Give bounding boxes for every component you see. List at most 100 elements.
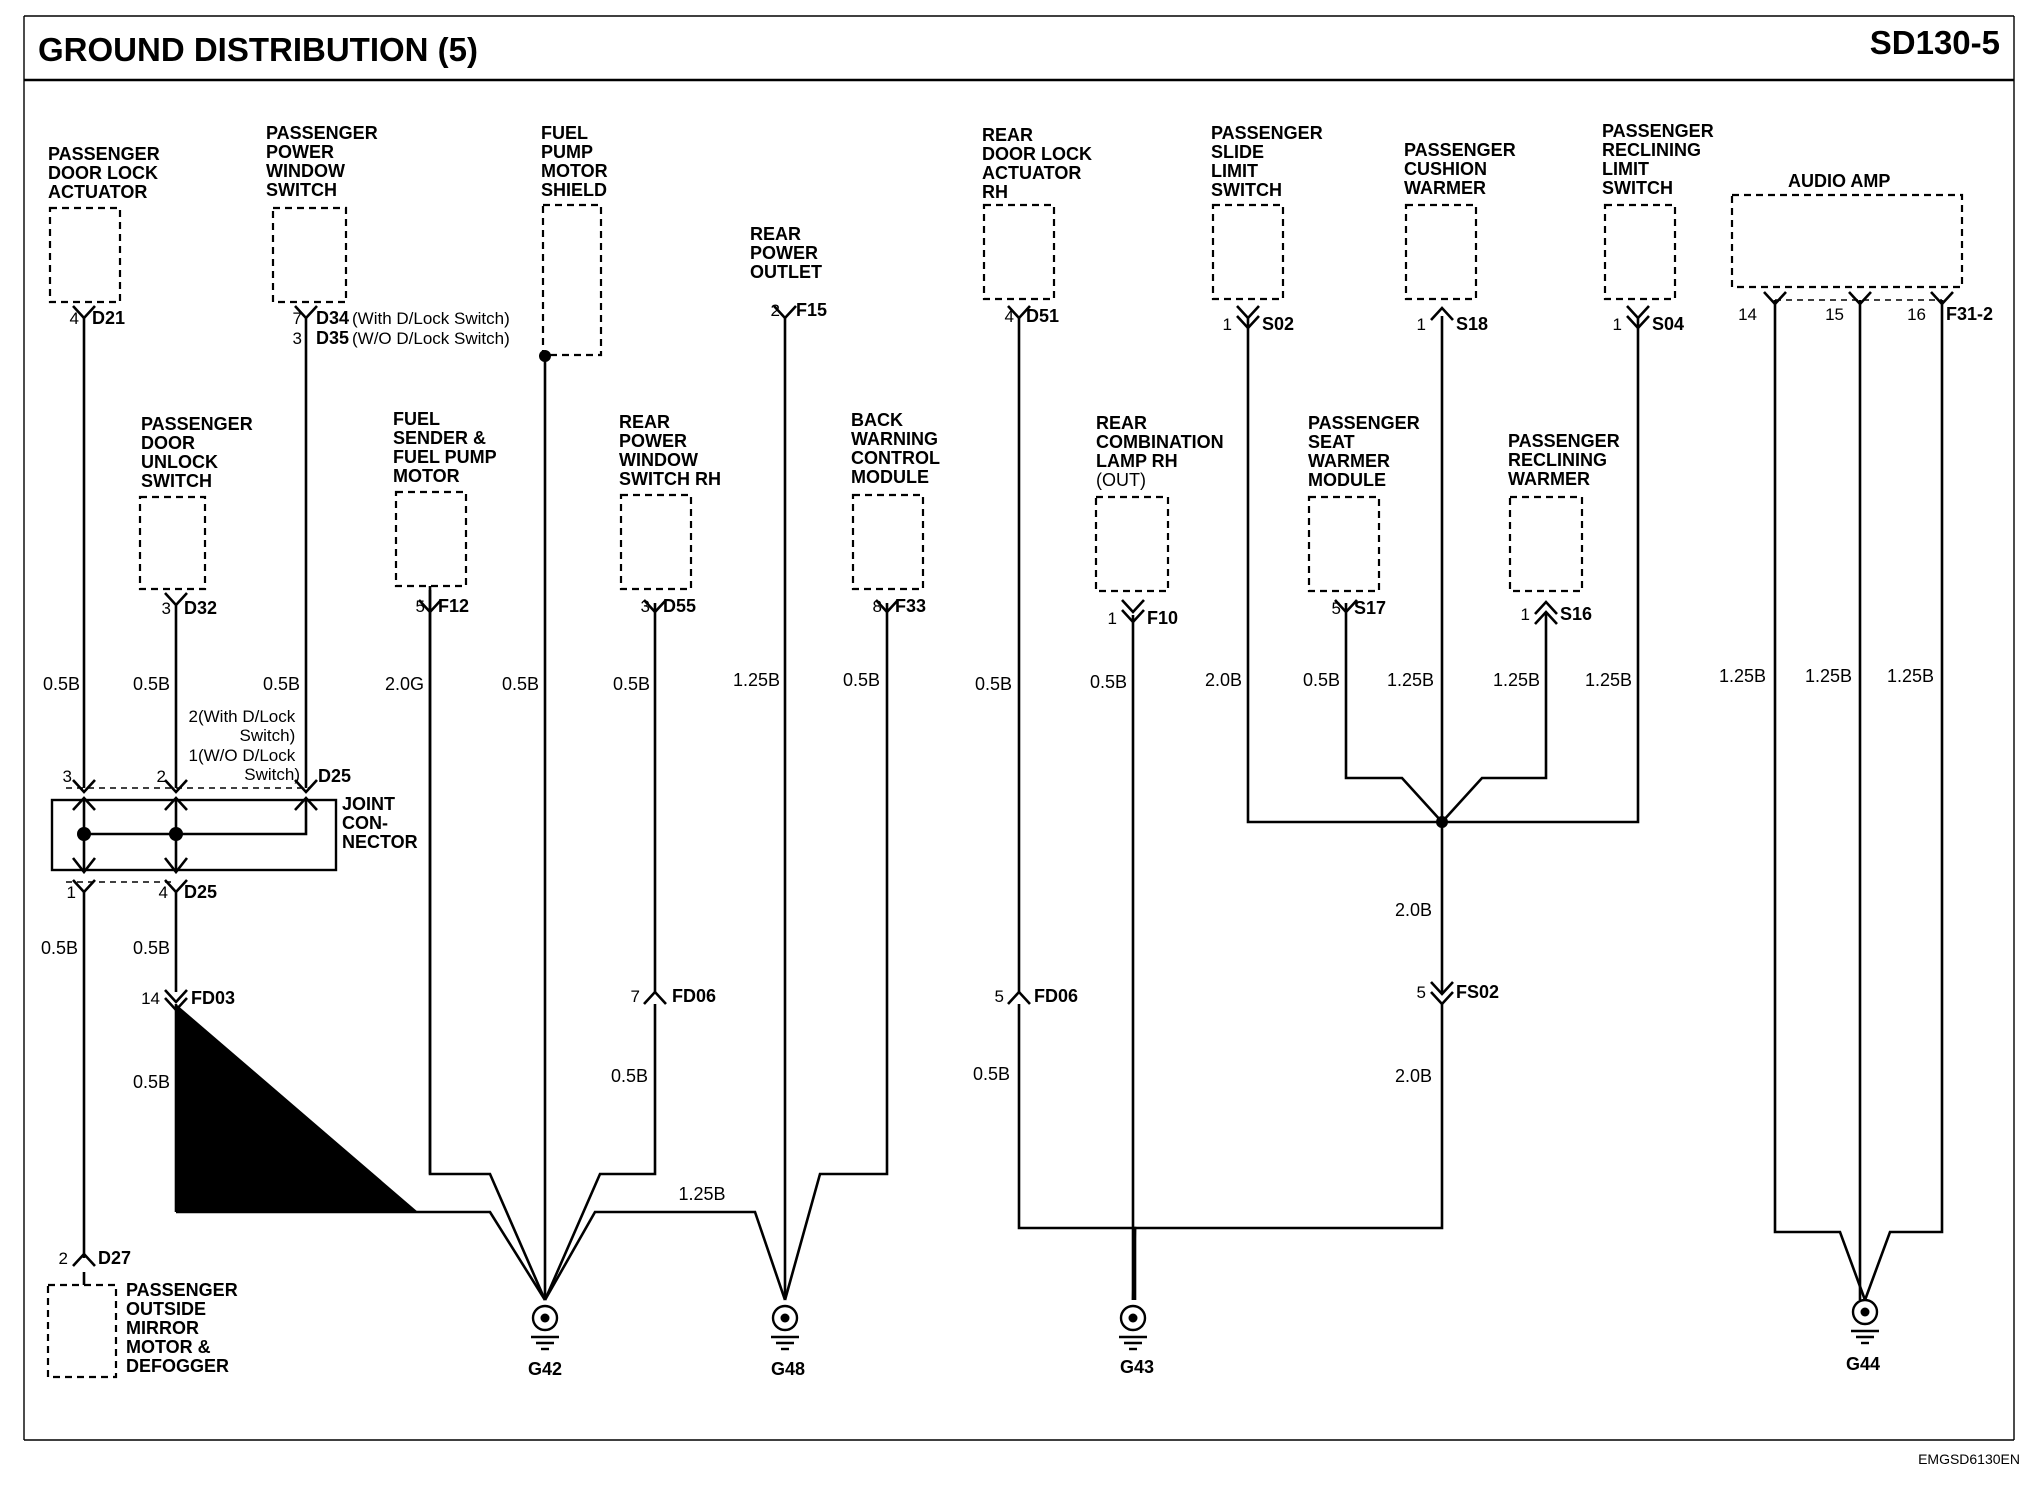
fuel-pump-shield-label: FUEL PUMP MOTOR SHIELD: [541, 123, 613, 200]
d25-bottom-id: D25: [184, 882, 217, 902]
fd06-left-pin: 7: [631, 987, 640, 1006]
ground-g43-icon: [1117, 1304, 1149, 1351]
door-lock-actuator-box: [48, 206, 122, 304]
wire-size: 1.25B: [1493, 670, 1540, 690]
seat-warmer-module-label: PASSENGER SEAT WARMER MODULE: [1308, 413, 1425, 490]
f33-id: F33: [895, 596, 926, 616]
ground-g48-icon: [769, 1304, 801, 1351]
d27-pin: 2: [59, 1249, 68, 1268]
wire-size: 0.5B: [843, 670, 880, 690]
wire-size: 2.0B: [1205, 670, 1242, 690]
s18-pin: 1: [1417, 315, 1426, 334]
slide-limit-switch-box: [1211, 203, 1285, 301]
slide-limit-switch-label: PASSENGER SLIDE LIMIT SWITCH: [1211, 123, 1328, 200]
page-frame: [23, 15, 2015, 1441]
fuel-sender-box: [394, 490, 468, 588]
reclining-limit-switch-label: PASSENGER RECLINING LIMIT SWITCH: [1602, 121, 1719, 198]
joint-connector-label: JOINT CON- NECTOR: [342, 794, 418, 852]
ground-g44-icon: [1849, 1298, 1881, 1345]
wire-size: 0.5B: [611, 1066, 648, 1086]
d25-bottom-pin-4: 4: [159, 883, 168, 902]
wire-size-labels: 0.5B 0.5B 0.5B 2.0G 0.5B 0.5B 1.25B 0.5B…: [41, 666, 1934, 1204]
ground-g43-label: G43: [1120, 1357, 1154, 1377]
audio-amp-box: [1730, 193, 1964, 289]
f31-pin-14: 14: [1738, 305, 1757, 324]
d35-note: (W/O D/Lock Switch): [352, 329, 510, 348]
wire-size: 1.25B: [733, 670, 780, 690]
connector-labels: 4 D21 7 D34 (With D/Lock Switch) 3 D35 (…: [59, 300, 1994, 1268]
fs02-id: FS02: [1456, 982, 1499, 1002]
s16-pin: 1: [1521, 605, 1530, 624]
audio-amp-label: AUDIO AMP: [1788, 171, 1890, 191]
outside-mirror-box: [46, 1283, 118, 1379]
d51-id: D51: [1026, 306, 1059, 326]
wire-size: 0.5B: [1303, 670, 1340, 690]
s17-id: S17: [1354, 598, 1386, 618]
cushion-warmer-box: [1404, 203, 1478, 301]
fs02-pin: 5: [1417, 983, 1426, 1002]
rear-window-switch-box: [619, 493, 693, 591]
wire-size: 1.25B: [1887, 666, 1934, 686]
reclining-limit-switch-box: [1603, 203, 1677, 301]
d55-id: D55: [663, 596, 696, 616]
fd06-right-id: FD06: [1034, 986, 1078, 1006]
ground-g42-label: G42: [528, 1359, 562, 1379]
back-warning-box: [851, 493, 925, 591]
ground-g42-icon: [529, 1304, 561, 1351]
door-lock-actuator-label: PASSENGER DOOR LOCK ACTUATOR: [48, 144, 165, 202]
wire-size: 0.5B: [133, 938, 170, 958]
fd06-right-pin: 5: [995, 987, 1004, 1006]
joint-connector: [50, 779, 338, 894]
d25-bottom-pin-1: 1: [67, 883, 76, 902]
door-unlock-switch-label: PASSENGER DOOR UNLOCK SWITCH: [141, 414, 258, 491]
fd03-id: FD03: [191, 988, 235, 1008]
wire-size: 1.25B: [1805, 666, 1852, 686]
f31-pin-15: 15: [1825, 305, 1844, 324]
f33-pin: 8: [873, 597, 882, 616]
f31-id: F31-2: [1946, 304, 1993, 324]
s18-id: S18: [1456, 314, 1488, 334]
power-window-switch-label: PASSENGER POWER WINDOW SWITCH: [266, 123, 383, 200]
s16-id: S16: [1560, 604, 1592, 624]
back-warning-label: BACK WARNING CONTROL MODULE: [851, 410, 945, 487]
rear-door-lock-box: [982, 203, 1056, 301]
rear-door-lock-label: REAR DOOR LOCK ACTUATOR RH: [982, 125, 1097, 202]
rear-power-outlet-label: REAR POWER OUTLET: [750, 224, 823, 282]
wire-size: 0.5B: [43, 674, 80, 694]
f31-pin-16: 16: [1907, 305, 1926, 324]
wire-size: 2.0G: [385, 674, 424, 694]
power-window-switch-box: [271, 206, 348, 304]
wire-size: 0.5B: [613, 674, 650, 694]
wire-size: 0.5B: [975, 674, 1012, 694]
f15-pin: 2: [771, 301, 780, 320]
s17-pin: 5: [1332, 599, 1341, 618]
d34-id: D34: [316, 308, 349, 328]
d25-top-pin-3: 3: [63, 767, 72, 786]
wire-size: 2.0B: [1395, 1066, 1432, 1086]
doc-code: EMGSD6130EN: [1918, 1451, 2020, 1467]
page-code: SD130-5: [1870, 24, 2000, 61]
f12-pin: 5: [416, 597, 425, 616]
f15-id: F15: [796, 300, 827, 320]
wire-size: 0.5B: [41, 938, 78, 958]
fuel-sender-label: FUEL SENDER & FUEL PUMP MOTOR: [393, 409, 501, 486]
door-unlock-switch-box: [138, 495, 207, 591]
wire-size: 2.0B: [1395, 900, 1432, 920]
cushion-warmer-label: PASSENGER CUSHION WARMER: [1404, 140, 1521, 198]
f10-pin: 1: [1108, 609, 1117, 628]
wires: [72, 291, 1954, 1301]
wire-size: 1.25B: [1585, 670, 1632, 690]
fd06-left-id: FD06: [672, 986, 716, 1006]
ground-g48-label: G48: [771, 1359, 805, 1379]
reclining-warmer-label: PASSENGER RECLINING WARMER: [1508, 431, 1625, 489]
d25-top-pin-2: 2: [157, 767, 166, 786]
d21-id: D21: [92, 308, 125, 328]
fd03-pin: 14: [141, 989, 160, 1008]
wire-size: 1.25B: [1719, 666, 1766, 686]
s02-pin: 1: [1223, 315, 1232, 334]
rear-window-switch-label: REAR POWER WINDOW SWITCH RH: [619, 412, 721, 489]
f10-id: F10: [1147, 608, 1178, 628]
d35-pin: 3: [293, 329, 302, 348]
wire-size: 0.5B: [133, 674, 170, 694]
d27-id: D27: [98, 1248, 131, 1268]
